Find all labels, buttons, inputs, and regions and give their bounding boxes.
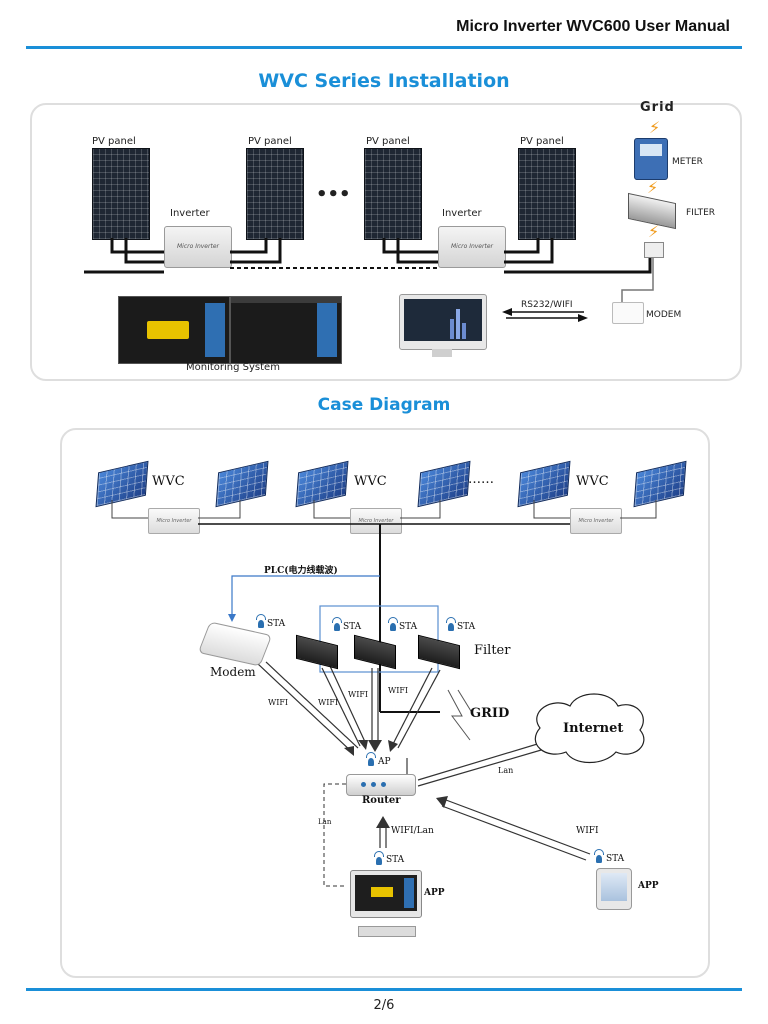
- wifi-label-filter-1: WIFI: [318, 698, 339, 707]
- wvc-label-2: WVC: [354, 474, 387, 489]
- wifi-lan-label: WIFI/Lan: [391, 826, 434, 836]
- wvc-label-1: WVC: [152, 474, 185, 489]
- case-modem-label: Modem: [210, 665, 256, 679]
- modem-icon: [612, 302, 644, 324]
- pv-panel-label-1: PV panel: [92, 136, 136, 147]
- wvc-label-3: WVC: [576, 474, 609, 489]
- sta-label-filter-2: STA: [399, 622, 418, 632]
- socket-icon: [644, 242, 664, 258]
- monitoring-system-label: Monitoring System: [186, 362, 280, 373]
- wifi-label-modem: WIFI: [268, 698, 289, 707]
- ap-icon: [366, 752, 376, 766]
- document-header-title: Micro Inverter WVC600 User Manual: [456, 18, 730, 35]
- pv-panel-label-2: PV panel: [248, 136, 292, 147]
- header-rule: [26, 46, 742, 49]
- internet-label: Internet: [563, 721, 624, 736]
- case-filter-label: Filter: [474, 643, 511, 658]
- lan-label-internet: Lan: [498, 766, 514, 775]
- desktop-stand: [432, 349, 452, 357]
- modem-label: MODEM: [646, 310, 682, 320]
- case-inverter-1: Micro Inverter: [148, 508, 200, 534]
- grid-label-case: GRID: [470, 706, 510, 721]
- app-label-tablet: APP: [638, 881, 659, 891]
- desktop-computer-icon: [399, 294, 487, 350]
- sta-label-tablet: STA: [606, 854, 625, 864]
- monitoring-screen-2: [230, 296, 342, 364]
- sta-icon-filter-2: [388, 617, 398, 631]
- more-wvc-dots: ……: [468, 472, 494, 487]
- grid-label: Grid: [640, 100, 675, 115]
- lan-label-desktop: Lan: [318, 818, 332, 826]
- monitoring-screen-1: [118, 296, 230, 364]
- pv-panel-2: [246, 148, 304, 240]
- pv-panel-3: [364, 148, 422, 240]
- sta-label-filter-3: STA: [457, 622, 476, 632]
- lightning-icon-2: ⚡: [647, 178, 659, 197]
- pv-panel-label-3: PV panel: [366, 136, 410, 147]
- router-antenna: [406, 758, 408, 774]
- case-inverter-2: Micro Inverter: [350, 508, 402, 534]
- meter-label: METER: [672, 157, 703, 167]
- sta-icon-filter-3: [446, 617, 456, 631]
- tablet-icon: [596, 868, 632, 910]
- more-panels-ellipsis: •••: [316, 184, 351, 205]
- inverter-label-1: Inverter: [170, 208, 210, 219]
- sta-label-modem: STA: [267, 619, 286, 629]
- case-desktop-icon: [350, 870, 422, 918]
- wifi-label-tablet: WIFI: [576, 826, 599, 836]
- inverter-label-2: Inverter: [442, 208, 482, 219]
- sta-icon-filter-1: [332, 617, 342, 631]
- keyboard-icon: [358, 926, 416, 937]
- lightning-icon-1: ⚡: [649, 118, 661, 137]
- app-label-desktop: APP: [424, 888, 445, 898]
- page-number: 2/6: [373, 998, 395, 1013]
- sta-icon-desktop: [374, 851, 384, 865]
- pv-panel-1: [92, 148, 150, 240]
- micro-inverter-2: Micro Inverter: [438, 226, 506, 268]
- rs232-wifi-label: RS232/WIFI: [521, 300, 573, 310]
- sta-label-filter-1: STA: [343, 622, 362, 632]
- installation-section-title: WVC Series Installation: [258, 70, 510, 92]
- sta-icon-tablet: [594, 849, 604, 863]
- micro-inverter-1: Micro Inverter: [164, 226, 232, 268]
- router-label: Router: [362, 795, 401, 806]
- case-inverter-3: Micro Inverter: [570, 508, 622, 534]
- case-diagram-title: Case Diagram: [317, 395, 451, 415]
- sta-icon-modem: [256, 614, 266, 628]
- router-icon: [346, 774, 416, 796]
- meter-icon: [634, 138, 668, 180]
- pv-panel-label-4: PV panel: [520, 136, 564, 147]
- wifi-label-filter-2: WIFI: [348, 690, 369, 699]
- filter-label: FILTER: [686, 208, 716, 218]
- wifi-label-filter-3: WIFI: [388, 686, 409, 695]
- pv-panel-4: [518, 148, 576, 240]
- ap-label: AP: [378, 757, 391, 767]
- footer-rule: [26, 988, 742, 991]
- plc-label: PLC(电力线载波): [264, 566, 338, 576]
- sta-label-desktop: STA: [386, 855, 405, 865]
- lightning-icon-3: ⚡: [648, 222, 660, 241]
